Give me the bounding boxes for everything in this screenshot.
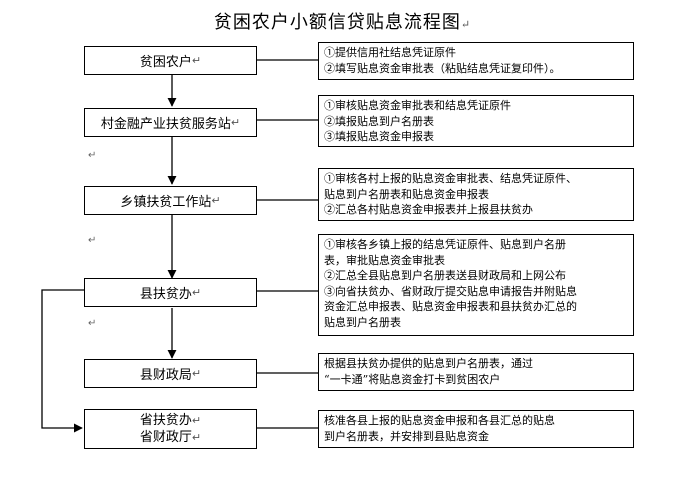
- step-township-station: 乡镇扶贫工作站↵: [84, 186, 257, 215]
- step-provincial-offices: 省扶贫办↵ 省财政厅↵: [84, 409, 257, 449]
- title-text: 贫困农户小额信贷贴息流程图: [213, 12, 461, 33]
- paragraph-mark: ↵: [230, 116, 241, 129]
- note-line: ①审核各村上报的贴息资金审批表、结息凭证原件、: [324, 172, 577, 185]
- note-line: ③向省扶贫办、省财政厅提交贴息申请报告并附贴息: [324, 284, 577, 298]
- note-line: ③填报贴息资金申报表: [324, 130, 434, 144]
- note-line: 资金汇总申报表、贴息资金申报表和县扶贫办汇总的: [324, 300, 577, 314]
- step-village-service-station: 村金融产业扶贫服务站↵: [84, 108, 257, 137]
- note-line: ①提供信用社结息凭证原件: [324, 46, 456, 59]
- note-line: ①审核贴息资金审批表和结息凭证原件: [324, 99, 511, 112]
- note-box-3: ①审核各村上报的贴息资金审批表、结息凭证原件、 贴息到户名册表和贴息资金申报表 …: [318, 168, 634, 221]
- note-line: ②填写贴息资金审批表（粘贴结息凭证复印件）。: [324, 61, 561, 75]
- step-label-line1: 省扶贫办↵: [139, 413, 202, 428]
- note-line: 到户名册表，并安排到县贴息资金: [324, 429, 489, 443]
- step-label: 乡镇扶贫工作站: [120, 195, 212, 210]
- paragraph-mark: ↵: [88, 235, 97, 246]
- note-line: “一卡通”将贴息资金打卡到贫困农户: [324, 372, 501, 386]
- paragraph-mark: ↵: [88, 150, 97, 161]
- paragraph-mark: ↵: [460, 18, 472, 31]
- paragraph-mark: ↵: [191, 286, 202, 299]
- note-line: ②汇总各村贴息资金申报表并上报县扶贫办: [324, 203, 533, 217]
- step-county-poverty-office: 县扶贫办↵: [84, 278, 257, 307]
- note-line: ②汇总全县贴息到户名册表送县财政局和上网公布: [324, 269, 566, 283]
- paragraph-mark: ↵: [88, 318, 97, 329]
- paragraph-mark: ↵: [211, 194, 221, 207]
- step-poor-households: 贫困农户↵: [84, 46, 257, 75]
- note-line: ②填报贴息到户名册表: [324, 114, 434, 128]
- note-box-1: ①提供信用社结息凭证原件 ②填写贴息资金审批表（粘贴结息凭证复印件）。: [318, 42, 634, 80]
- step-county-finance-bureau: 县财政局↵: [84, 359, 257, 388]
- note-line: 表，审批贴息资金审批表: [324, 253, 445, 267]
- note-box-4: ①审核各乡镇上报的结息凭证原件、贴息到户名册 表，审批贴息资金审批表 ②汇总全县…: [318, 234, 634, 336]
- paragraph-mark: ↵: [191, 431, 202, 444]
- step-label: 村金融产业扶贫服务站: [100, 117, 231, 132]
- paragraph-mark: ↵: [191, 367, 202, 380]
- note-line: 贴息到户名册表: [324, 315, 401, 329]
- note-line: 根据县扶贫办提供的贴息到户名册表，通过: [324, 357, 533, 370]
- note-box-6: 核准各县上报的贴息资金申报和各县汇总的贴息 到户名册表，并安排到县贴息资金: [318, 410, 634, 448]
- paragraph-mark: ↵: [191, 54, 202, 67]
- step-label-line2: 省财政厅↵: [139, 430, 202, 445]
- step-label: 贫困农户: [139, 55, 192, 70]
- loop-step4-to-step6: [41, 289, 84, 433]
- page-title: 贫困农户小额信贷贴息流程图↵: [0, 8, 685, 34]
- note-box-2: ①审核贴息资金审批表和结息凭证原件 ②填报贴息到户名册表 ③填报贴息资金申报表: [318, 95, 634, 147]
- paragraph-mark: ↵: [191, 414, 202, 427]
- note-box-5: 根据县扶贫办提供的贴息到户名册表，通过 “一卡通”将贴息资金打卡到贫困农户: [318, 353, 634, 391]
- step-label: 县财政局: [139, 368, 192, 383]
- note-line: 贴息到户名册表和贴息资金申报表: [324, 187, 489, 201]
- step-label: 县扶贫办: [139, 287, 192, 302]
- note-line: 核准各县上报的贴息资金申报和各县汇总的贴息: [324, 414, 555, 427]
- note-line: ①审核各乡镇上报的结息凭证原件、贴息到户名册: [324, 238, 566, 251]
